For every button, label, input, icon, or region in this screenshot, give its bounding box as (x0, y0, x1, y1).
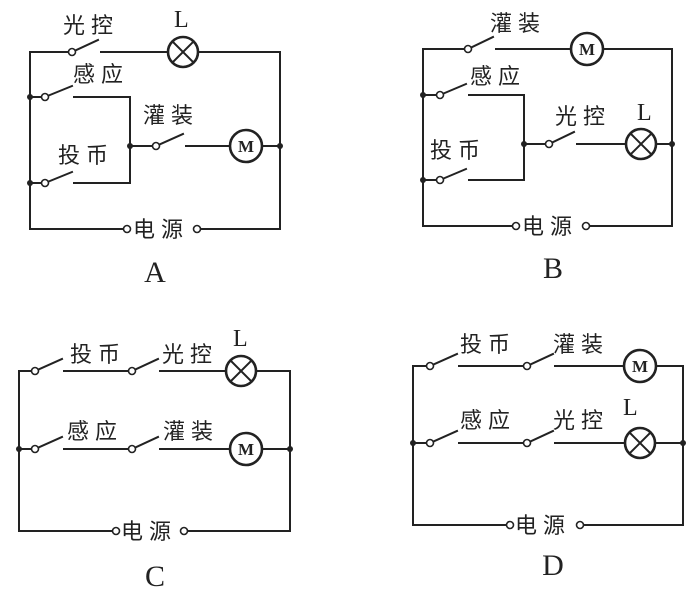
label-lamp: L (233, 326, 248, 352)
label-filling: 灌装 (163, 420, 219, 445)
label-light-control: 光控 (555, 105, 611, 130)
label-light-control: 光控 (63, 14, 119, 39)
switch-filling (463, 35, 495, 54)
switch-light-control (67, 38, 100, 57)
label-power: 电源 (522, 215, 578, 240)
motor-icon: M (228, 128, 264, 164)
lamp-icon (166, 35, 200, 69)
switch-light-control (522, 429, 555, 448)
motor-icon: M (622, 348, 658, 384)
circuit-c: M 投币 光控 L 感应 灌装 电源 C (16, 326, 293, 593)
motor-icon: M (228, 431, 264, 467)
circuit-d: M 投币 灌装 感应 光控 L 电源 D (410, 333, 686, 582)
label-filling: 灌装 (143, 104, 199, 129)
label-sensor: 感应 (67, 420, 123, 445)
switch-coin (425, 352, 459, 371)
svg-text:M: M (238, 137, 254, 156)
circuit-a: M 光控 L 感应 灌装 投币 电源 A (27, 7, 283, 289)
label-lamp: L (174, 7, 189, 33)
label-power: 电源 (121, 520, 177, 545)
label-sensor: 感应 (73, 63, 129, 88)
option-label-b: B (543, 252, 563, 285)
svg-text:M: M (579, 40, 595, 59)
option-label-c: C (145, 560, 165, 593)
svg-text:M: M (238, 440, 254, 459)
switch-filling (127, 435, 160, 454)
label-filling: 灌装 (490, 12, 546, 37)
switch-light-control (544, 130, 576, 149)
label-power: 电源 (133, 218, 189, 243)
lamp-icon (624, 127, 658, 161)
label-power: 电源 (515, 514, 571, 539)
label-filling: 灌装 (553, 333, 609, 358)
label-coin: 投币 (460, 333, 516, 358)
lamp-icon (224, 354, 258, 388)
switch-coin (420, 167, 468, 185)
switch-sensor (420, 82, 468, 100)
label-coin: 投币 (430, 139, 486, 164)
label-coin: 投币 (70, 343, 126, 368)
option-label-a: A (144, 256, 166, 289)
label-lamp: L (637, 100, 652, 126)
option-label-d: D (542, 549, 564, 582)
switch-coin (27, 170, 74, 188)
switch-filling (522, 352, 555, 371)
label-lamp: L (623, 395, 638, 421)
switch-coin (30, 357, 64, 376)
svg-text:M: M (632, 357, 648, 376)
label-light-control: 光控 (162, 343, 218, 368)
switch-sensor (27, 84, 74, 102)
circuit-b: M 灌装 感应 光控 L 投币 电源 B (420, 12, 675, 285)
switch-filling (151, 132, 185, 151)
lamp-icon (623, 426, 657, 460)
switch-sensor (425, 429, 459, 448)
label-coin: 投币 (58, 144, 114, 169)
switch-sensor (30, 435, 64, 454)
label-sensor: 感应 (460, 409, 516, 434)
motor-icon: M (569, 31, 605, 67)
label-light-control: 光控 (553, 409, 609, 434)
switch-light-control (127, 357, 160, 376)
label-sensor: 感应 (470, 65, 526, 90)
